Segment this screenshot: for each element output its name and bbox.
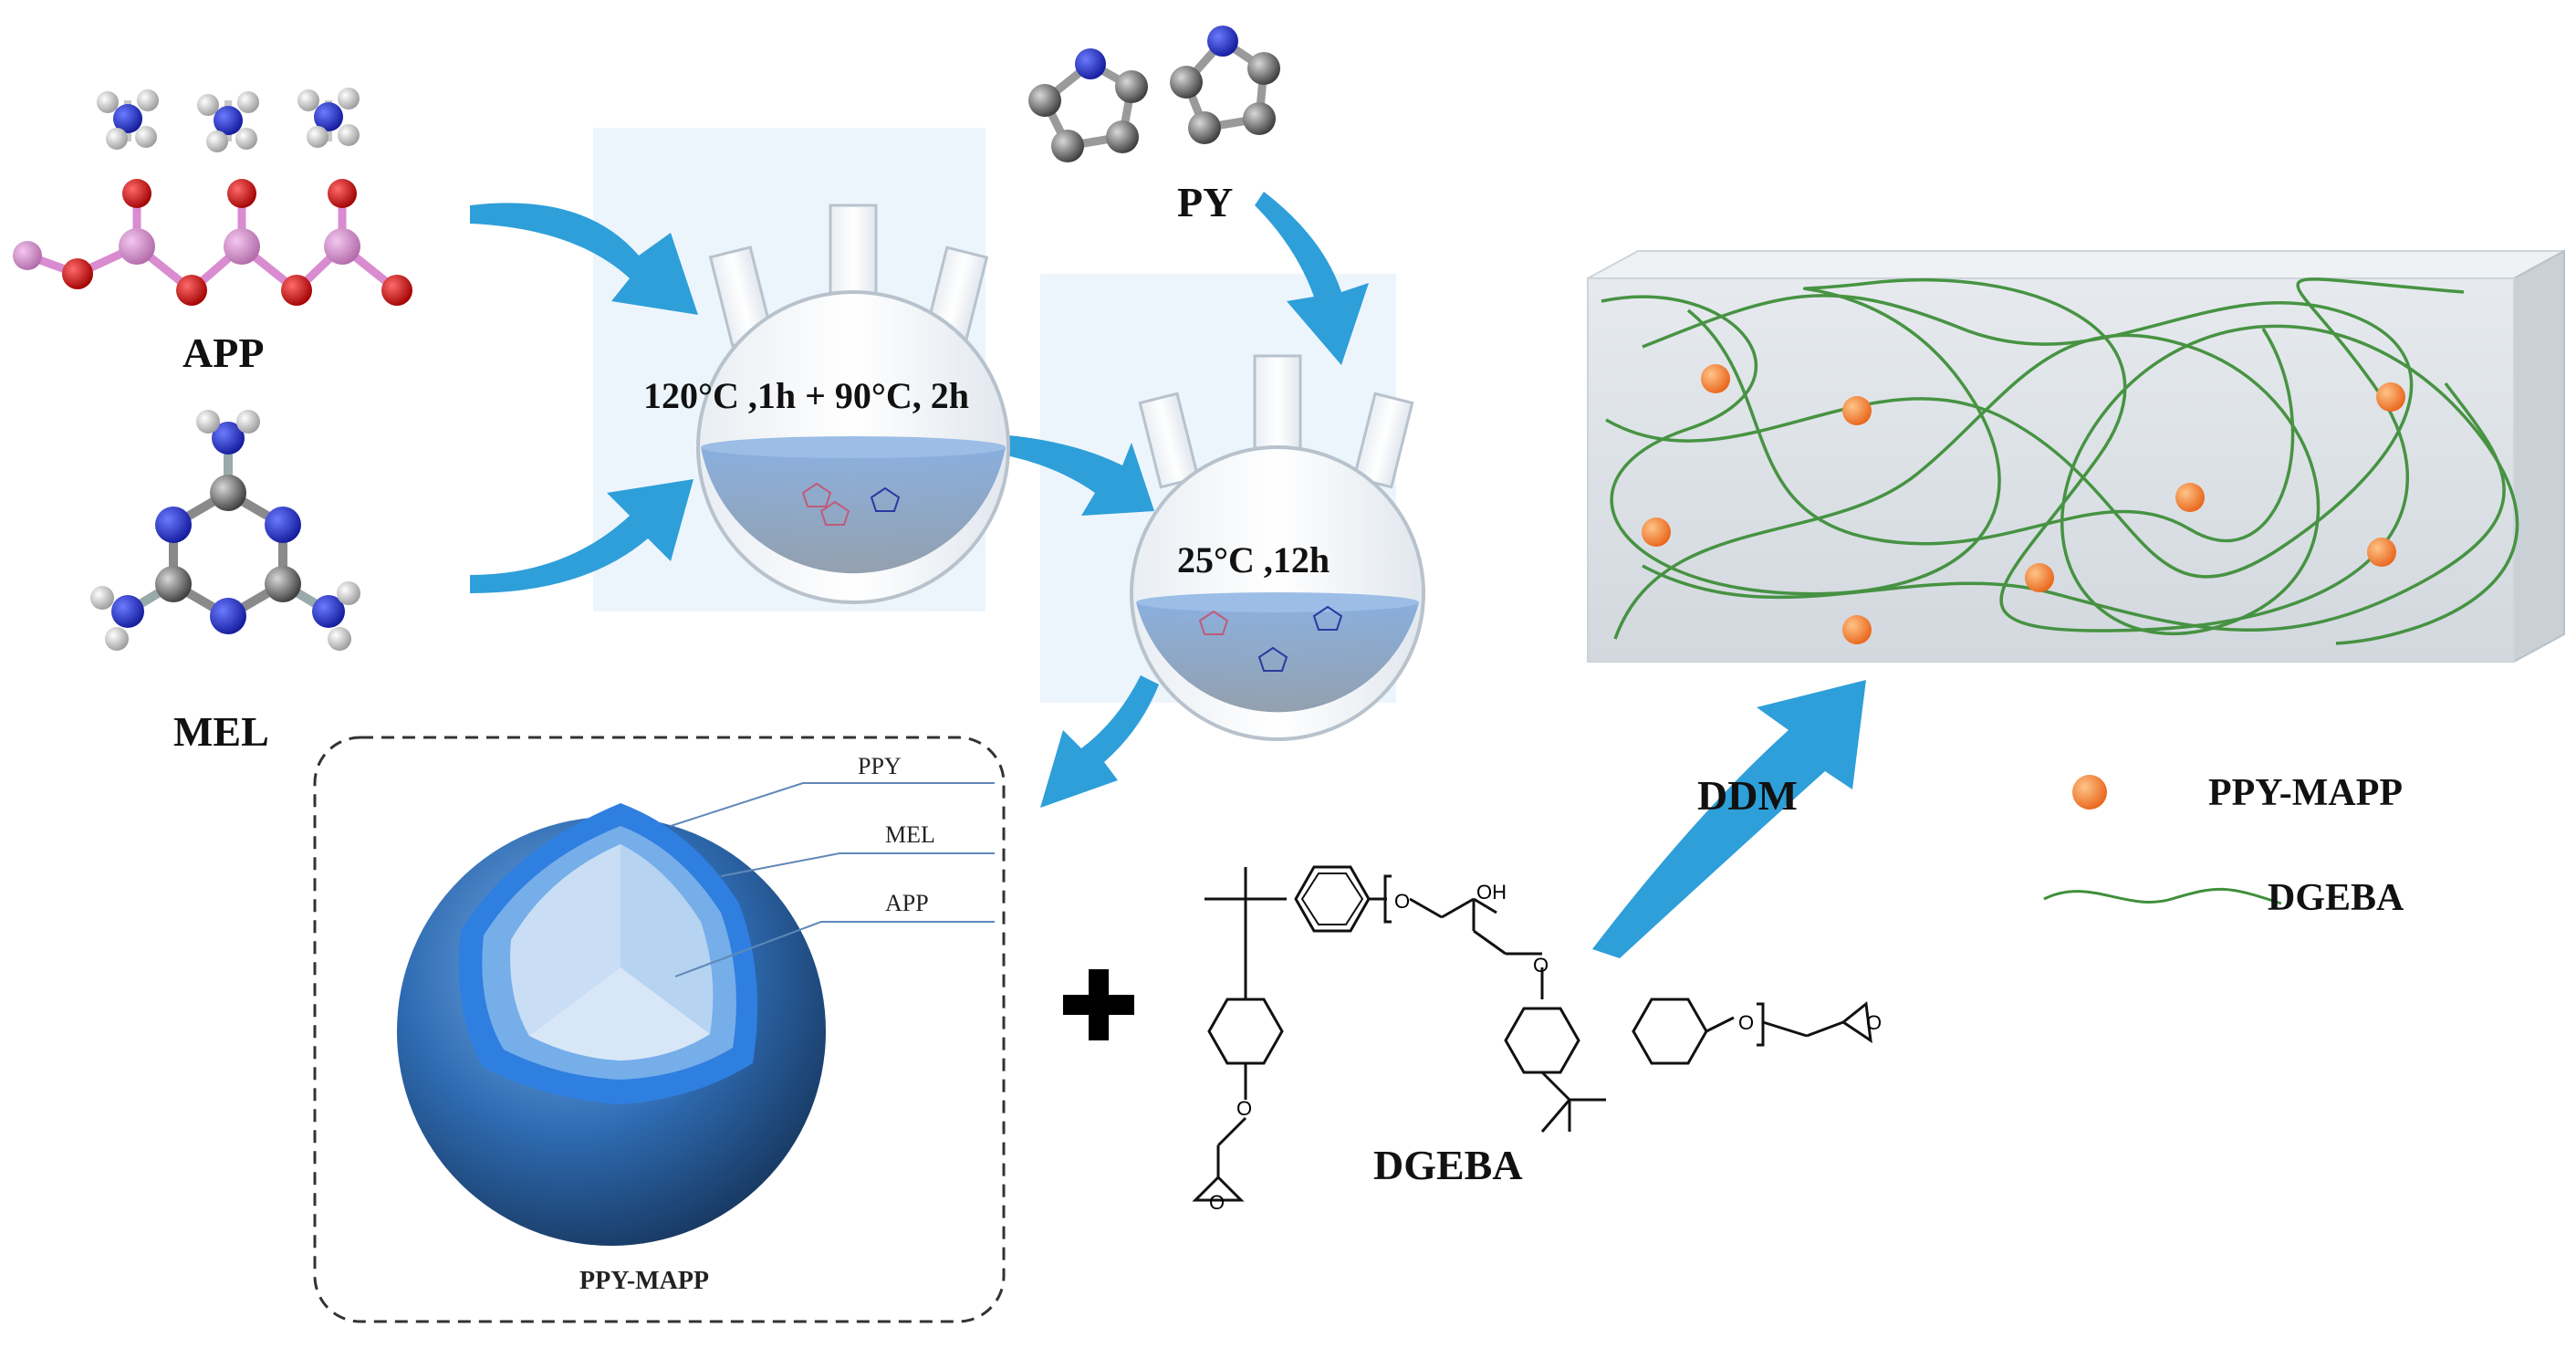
- legend-chain-label: DGEBA: [2268, 877, 2404, 919]
- ddm-label: DDM: [1697, 772, 1798, 819]
- app-molecule-icon: [13, 88, 412, 306]
- oxygen-label-1: O: [1394, 890, 1410, 913]
- flask2-condition: 25°C ,12h: [1177, 539, 1330, 580]
- layer-label-ppy: PPY: [858, 753, 902, 779]
- molecule-icon: [1198, 610, 1229, 635]
- legend: [2043, 775, 2282, 905]
- dgeba-structure-label: DGEBA: [1373, 1142, 1523, 1188]
- oxygen-label-4: O: [1738, 1011, 1754, 1034]
- layer-label-app: APP: [885, 890, 929, 916]
- py-label: PY: [1177, 179, 1234, 225]
- dgeba-structure: [1192, 865, 1872, 1202]
- oxygen-label-6: O: [1209, 1191, 1225, 1214]
- flask1-condition: 120°C ,1h + 90°C, 2h: [643, 375, 970, 416]
- legend-chain-icon: [2043, 887, 2282, 905]
- flask-icon: [1130, 354, 1425, 741]
- core-shell-box: [313, 736, 1006, 1323]
- hydroxyl-label: OH: [1476, 881, 1507, 904]
- molecule-icon: [801, 482, 850, 526]
- mel-molecule-icon: [90, 410, 360, 651]
- ppy-mapp-particles: [1642, 364, 2405, 644]
- curved-arrow-icon: [470, 192, 1866, 958]
- py-molecule-icon: [1028, 26, 1280, 162]
- polymer-chains: [1601, 277, 2519, 645]
- mel-label: MEL: [173, 708, 269, 755]
- layer-leader-lines: [670, 782, 995, 977]
- oxygen-label-2: O: [1533, 954, 1549, 977]
- flask-icon: [696, 204, 1010, 604]
- layer-label-mel: MEL: [885, 821, 935, 848]
- ammonium-icon: [97, 88, 360, 152]
- legend-particle-label: PPY-MAPP: [2208, 772, 2404, 814]
- oxygen-label-3: O: [1236, 1097, 1252, 1120]
- core-shell-sphere: [397, 803, 826, 1246]
- plus-icon: [1063, 969, 1134, 1040]
- core-shell-name: PPY-MAPP: [579, 1267, 710, 1295]
- app-label: APP: [183, 329, 265, 376]
- oxygen-label-5: O: [1866, 1011, 1882, 1034]
- composite-block: [1587, 249, 2565, 664]
- legend-particle-icon: [2072, 775, 2107, 810]
